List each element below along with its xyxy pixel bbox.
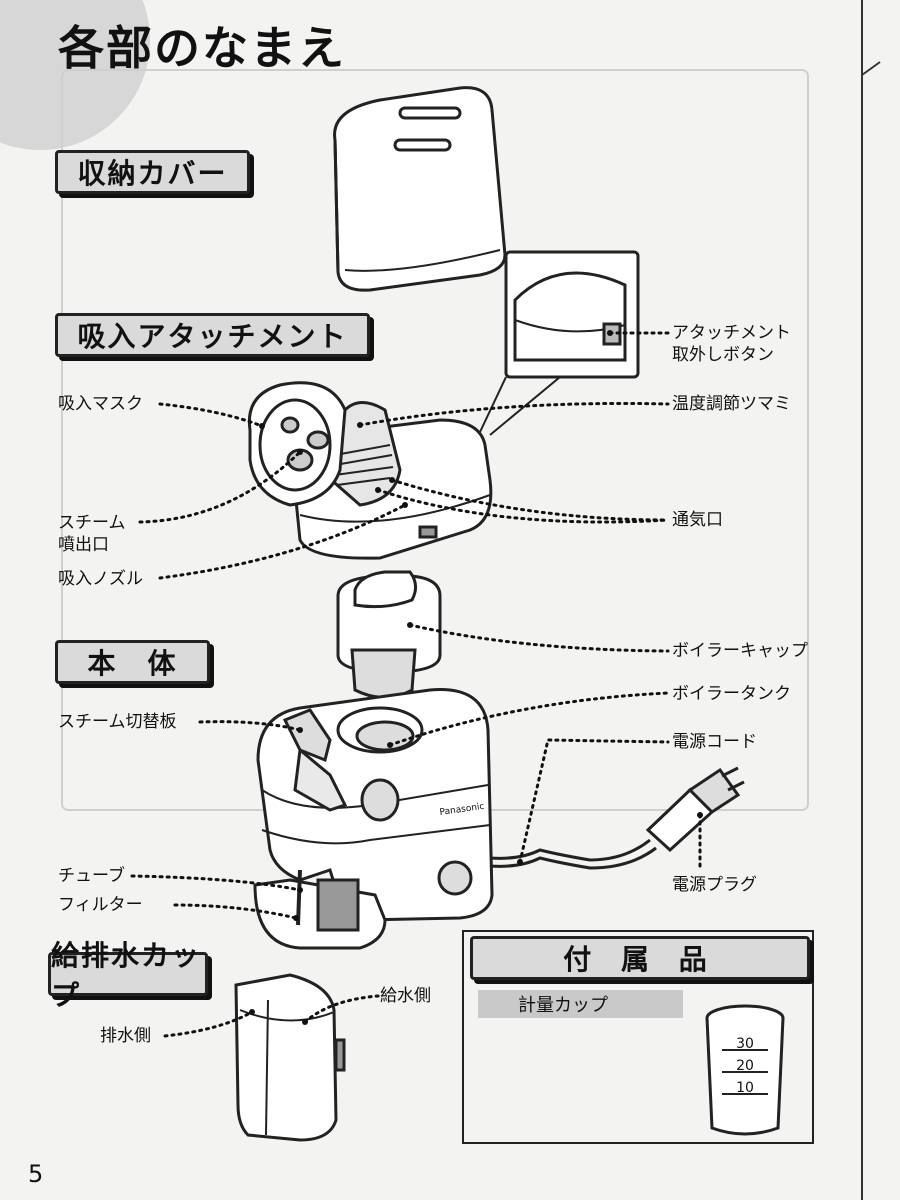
vent-label: 通気口 (672, 510, 723, 530)
inhale-nozzle-label: 吸入ノズル (58, 569, 143, 589)
steam-switch-label: スチーム切替板 (58, 712, 177, 732)
release-button-inset (479, 250, 640, 436)
cup-mark-20: 20 (736, 1058, 754, 1074)
page-title: 各部のなまえ (58, 21, 346, 75)
power-plug-label: 電源プラグ (672, 875, 757, 895)
section-storage-cover: 収納カバー (55, 150, 250, 194)
power-cord-illustration (489, 766, 745, 870)
attachment-release-button-label: アタッチメント 取外しボタン (672, 323, 791, 365)
inhale-attachment-illustration (247, 381, 493, 560)
section-main-body: 本 体 (55, 640, 210, 684)
water-cup-illustration (234, 973, 346, 1142)
tube-label: チューブ (58, 866, 125, 886)
section-water-cup: 給排水カップ (48, 939, 208, 1012)
storage-cover-illustration (333, 86, 507, 292)
boiler-cap-illustration (336, 570, 442, 699)
page-number: 5 (28, 1160, 44, 1188)
temp-knob-label: 温度調節ツマミ (672, 394, 791, 414)
inhale-mask-label: 吸入マスク (58, 394, 143, 414)
cup-mark-10: 10 (736, 1080, 754, 1096)
section-inhale-attachment: 吸入アタッチメント (55, 313, 370, 357)
steam-outlet-label: スチーム 噴出口 (58, 513, 126, 555)
leader-lines (130, 331, 702, 1038)
section-accessories: 付 属 品 (470, 936, 810, 980)
drain-side-label: 排水側 (100, 1026, 151, 1046)
power-cord-label: 電源コード (672, 732, 757, 752)
main-body-illustration (253, 688, 494, 950)
measuring-cup-illustration (705, 1004, 785, 1136)
water-supply-side-label: 給水側 (380, 986, 431, 1006)
filter-label: フィルター (58, 895, 143, 915)
cup-mark-30: 30 (736, 1036, 754, 1052)
boiler-cap-label: ボイラーキャップ (672, 641, 808, 661)
measuring-cup-label: 計量カップ (478, 990, 683, 1018)
corner-decoration (0, 0, 150, 150)
accessories-frame (462, 930, 814, 1144)
boiler-tank-label: ボイラータンク (672, 684, 791, 704)
